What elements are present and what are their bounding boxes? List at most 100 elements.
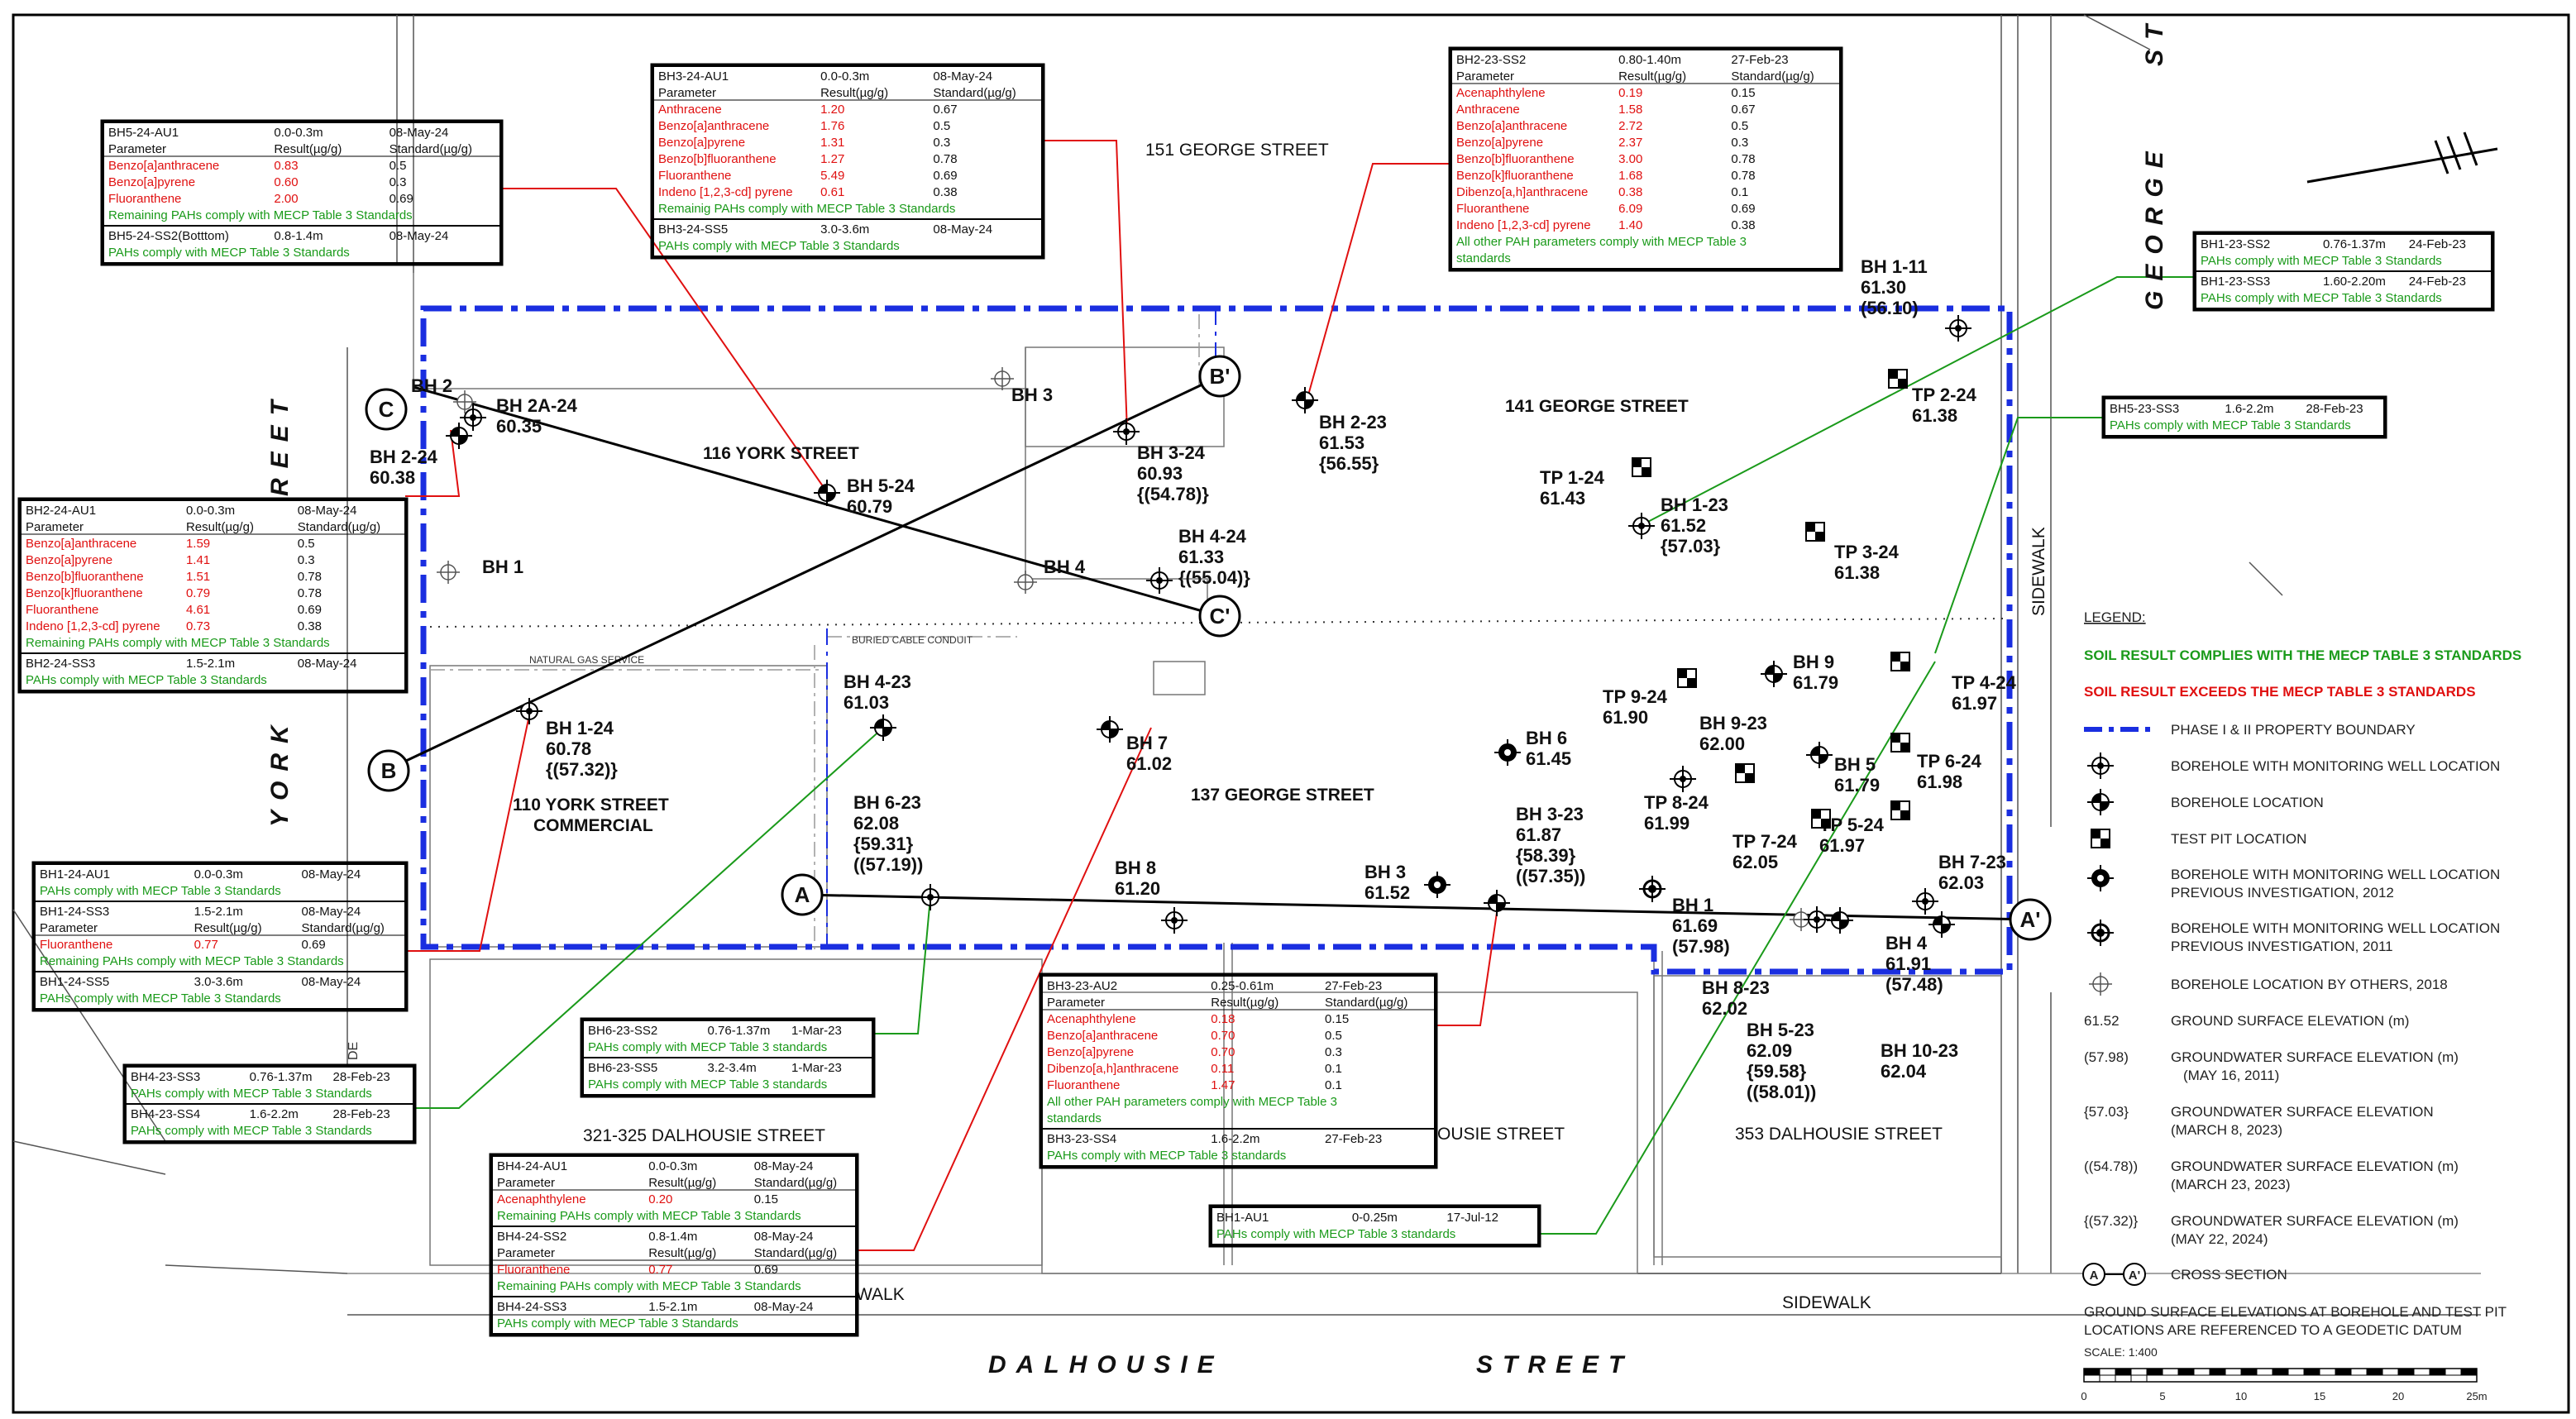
compliance-note: Remaining PAHs comply with MECP Table 3 …: [497, 1279, 801, 1293]
compliance-note: PAHs comply with MECP Table 3 standards: [1047, 1149, 1286, 1163]
location-label-bh3: BH 3: [1011, 385, 1053, 405]
param-name: Dibenzo[a,h]anthracene: [1456, 185, 1588, 199]
location-l1: BH 1-11: [1861, 256, 1928, 277]
sample-depth: 0.76-1.37m: [250, 1070, 313, 1084]
legend-bh-mw: BOREHOLE WITH MONITORING WELL LOCATION: [2171, 758, 2500, 774]
location-l2: 61.79: [1834, 775, 1880, 796]
param-name: Benzo[a]anthracene: [26, 537, 136, 551]
compliance-note: PAHs comply with MECP Table 3 Standards: [131, 1087, 372, 1101]
param-result: 1.20: [820, 103, 844, 117]
address-141: 141 GEORGE STREET: [1505, 397, 1689, 416]
location-l4: ((58.01)): [1747, 1082, 1816, 1102]
sample-date: 27-Feb-23: [1731, 53, 1788, 67]
sample-date: 1-Mar-23: [791, 1061, 842, 1075]
compliance-note: PAHs comply with MECP Table 3 Standards: [658, 239, 900, 253]
compliance-note: PAHs comply with MECP Table 3 Standards: [40, 991, 281, 1006]
col-result: Result(µg/g): [1618, 69, 1686, 84]
param-standard: 0.69: [298, 603, 322, 617]
tp224-symbol-icon: [1888, 369, 1908, 389]
bh523-symbol-icon: [1804, 906, 1830, 933]
param-standard: 0.5: [1731, 119, 1748, 133]
compliance-note-2: standards: [1456, 251, 1511, 265]
sample-id: BH5-24-SS2(Botttom): [108, 229, 229, 243]
param-standard: 0.78: [298, 586, 322, 600]
location-l4: ((57.35)): [1516, 866, 1585, 886]
legend-tp-icon: [2091, 829, 2110, 848]
legend-scale: SCALE: 1:400: [2084, 1345, 2158, 1359]
param-result: 1.40: [1618, 218, 1642, 232]
location-l2: 61.69: [1672, 915, 1718, 936]
location-l3: {59.58}: [1747, 1061, 1807, 1082]
location-l2: 61.52: [1661, 515, 1706, 536]
location-l2: 61.38: [1912, 405, 1957, 426]
col-standard: Standard(µg/g): [390, 142, 472, 156]
param-standard: 0.15: [1325, 1012, 1349, 1026]
param-result: 0.19: [1618, 86, 1642, 100]
table-border: [1039, 972, 1438, 1169]
map-frame: [12, 13, 2570, 1414]
col-standard: Standard(µg/g): [754, 1246, 837, 1260]
bh723-symbol-icon: [1912, 888, 1938, 915]
tp324-symbol-icon: [1805, 522, 1825, 542]
legend-boundary: PHASE I & II PROPERTY BOUNDARY: [2171, 722, 2416, 738]
scale-tick-label: 25m: [2466, 1390, 2487, 1402]
param-standard: 0.5: [298, 537, 315, 551]
legend-mw-icon: [2087, 752, 2114, 779]
location-l2: 61.91: [1885, 953, 1931, 974]
sample-date: 08-May-24: [754, 1159, 814, 1173]
de-label: DE: [346, 1042, 361, 1060]
address-110: 110 YORK STREET: [513, 796, 669, 815]
param-result: 0.79: [186, 586, 210, 600]
col-result: Result(µg/g): [274, 142, 342, 156]
sample-date: 08-May-24: [302, 905, 361, 919]
bh3-symbol-icon: [991, 367, 1014, 390]
legend-ex4-date: (MARCH 23, 2023): [2171, 1177, 2291, 1192]
param-name: Benzo[b]fluoranthene: [26, 570, 144, 584]
location-l2: 61.20: [1115, 878, 1160, 899]
bh323-symbol-icon: [1484, 890, 1510, 916]
location-l3: (57.98): [1672, 936, 1730, 957]
sample-depth: 0.8-1.4m: [274, 229, 323, 243]
location-l3: {58.39}: [1516, 845, 1576, 866]
param-name: Acenaphthylene: [497, 1192, 586, 1206]
sample-id: BH3-24-SS5: [658, 222, 728, 236]
section-b-label: B: [381, 758, 397, 783]
bh1b-symbol-icon: [1639, 876, 1666, 902]
sample-depth: 3.0-3.6m: [820, 222, 869, 236]
param-result: 0.77: [194, 938, 218, 952]
scale-tick-label: 20: [2392, 1390, 2404, 1402]
sample-id: BH5-24-AU1: [108, 126, 179, 140]
param-name: Fluoranthene: [658, 169, 731, 183]
location-l2: 62.03: [1938, 872, 1984, 893]
sample-id: BH4-23-SS3: [131, 1070, 200, 1084]
param-name: Benzo[a]anthracene: [1047, 1029, 1158, 1043]
bh224-symbol-icon: [446, 423, 472, 449]
sample-depth: 0.0-0.3m: [186, 504, 235, 518]
sample-id: BH3-24-AU1: [658, 69, 729, 84]
param-name: Benzo[a]pyrene: [108, 175, 195, 189]
sample-date: 1-Mar-23: [791, 1024, 842, 1038]
legend-ex3-text: GROUNDWATER SURFACE ELEVATION: [2171, 1104, 2434, 1120]
sample-date: 17-Jul-12: [1446, 1211, 1498, 1225]
building-outlines: [413, 273, 2002, 1274]
